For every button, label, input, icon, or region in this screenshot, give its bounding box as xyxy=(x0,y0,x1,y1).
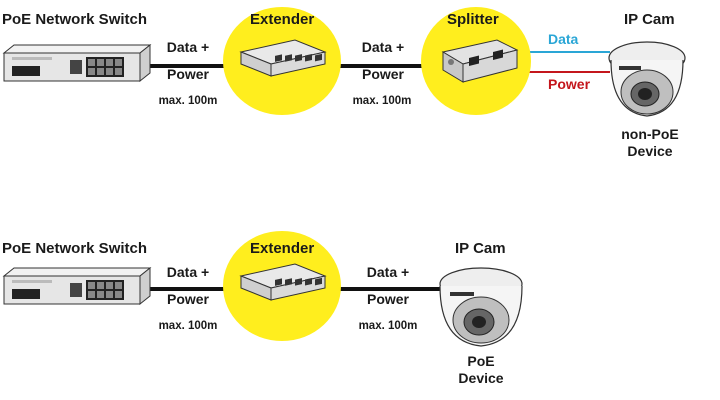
poe-switch-device-icon xyxy=(2,266,152,306)
power-split-label: Power xyxy=(548,76,591,92)
bottom-link2-distance-label: max. 100m xyxy=(358,320,418,332)
top-device-type-line2: Device xyxy=(627,143,673,159)
data-line xyxy=(520,51,610,53)
top-link1-data-label: Data + xyxy=(166,39,210,55)
top-link2-distance-label: max. 100m xyxy=(352,95,412,107)
top-extender-label: Extender xyxy=(250,11,315,28)
extender-device-icon xyxy=(239,39,327,77)
top-cable-switch-extender xyxy=(138,64,250,68)
top-link2-data-label: Data + xyxy=(361,39,405,55)
top-switch-label: PoE Network Switch xyxy=(2,11,148,28)
bottom-extender-label: Extender xyxy=(250,240,315,257)
bottom-camera-label: IP Cam xyxy=(455,240,506,257)
bottom-link1-power-label: Power xyxy=(166,291,209,307)
extender-device-icon xyxy=(239,263,327,301)
poe-switch-device-icon xyxy=(2,43,152,83)
dome-camera-icon xyxy=(608,41,686,117)
bottom-link2-data-label: Data + xyxy=(366,264,410,280)
bottom-device-type-line1: PoE xyxy=(467,353,495,369)
top-link1-power-label: Power xyxy=(166,66,209,82)
top-link2-power-label: Power xyxy=(361,66,404,82)
bottom-cable-extender-camera xyxy=(325,287,443,291)
bottom-link1-data-label: Data + xyxy=(166,264,210,280)
bottom-link1-distance-label: max. 100m xyxy=(158,320,218,332)
top-camera-label: IP Cam xyxy=(624,11,675,28)
dome-camera-icon xyxy=(439,267,523,347)
bottom-link2-power-label: Power xyxy=(366,291,409,307)
bottom-device-type-line2: Device xyxy=(458,370,504,386)
splitter-device-icon xyxy=(441,39,519,83)
top-device-type-line1: non-PoE xyxy=(621,126,679,142)
data-split-label: Data xyxy=(548,31,579,47)
splitter-label: Splitter xyxy=(447,11,499,28)
bottom-switch-label: PoE Network Switch xyxy=(2,240,148,257)
bottom-cable-switch-extender xyxy=(138,287,250,291)
top-cable-extender-splitter xyxy=(325,64,443,68)
top-link1-distance-label: max. 100m xyxy=(158,95,218,107)
power-line xyxy=(520,71,610,73)
